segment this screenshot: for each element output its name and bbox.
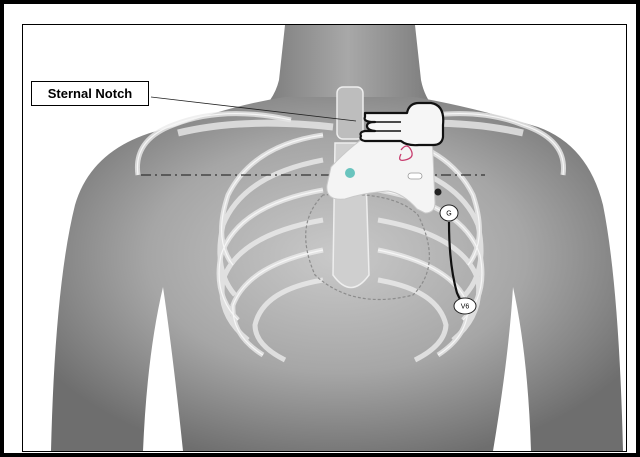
lead-top-label: G [446, 211, 451, 218]
snap-connector [435, 189, 442, 196]
patch-indicator [408, 173, 422, 179]
trachea [337, 87, 363, 139]
electrode-dot [345, 168, 355, 178]
lead-bottom-label: V6 [461, 304, 470, 311]
sternal-notch-callout: Sternal Notch [31, 81, 149, 106]
